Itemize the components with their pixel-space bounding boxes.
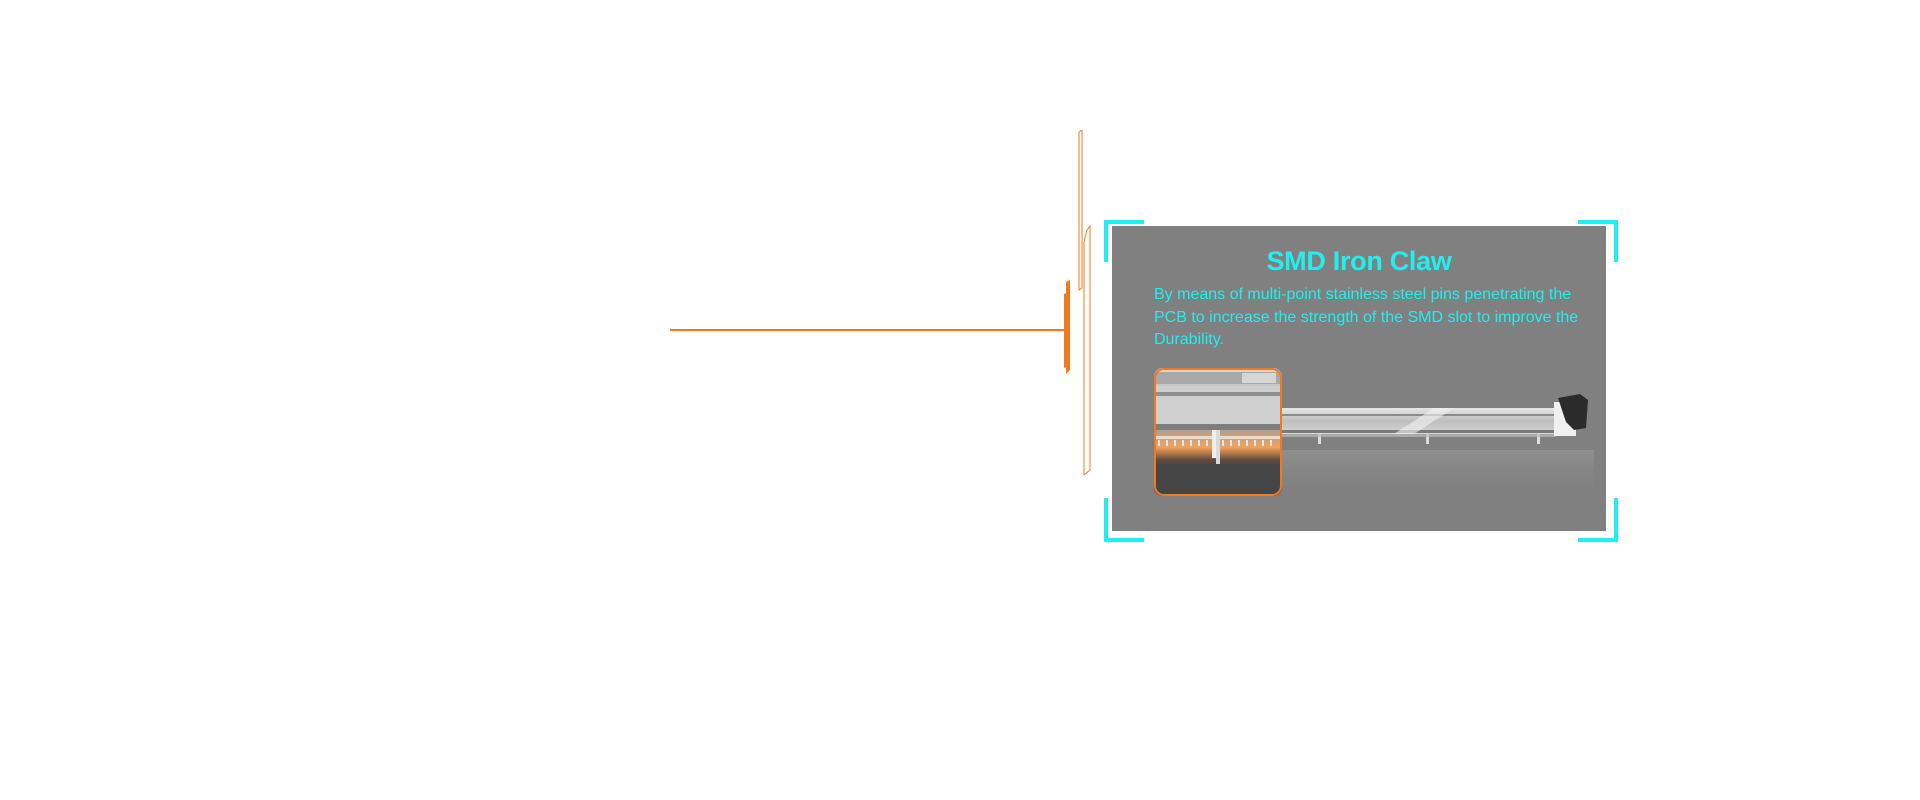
feature-card: SMD Iron Claw By means of multi-point st… [1112, 226, 1606, 531]
smd-slot-image [1154, 368, 1594, 500]
card-description: By means of multi-point stainless steel … [1154, 286, 1579, 348]
cyan-corner-brackets-icon [1104, 220, 1618, 542]
orange-circuit-icon [1064, 130, 1091, 475]
card-title: SMD Iron Claw [1266, 246, 1452, 276]
orange-connector-line [670, 329, 1065, 331]
